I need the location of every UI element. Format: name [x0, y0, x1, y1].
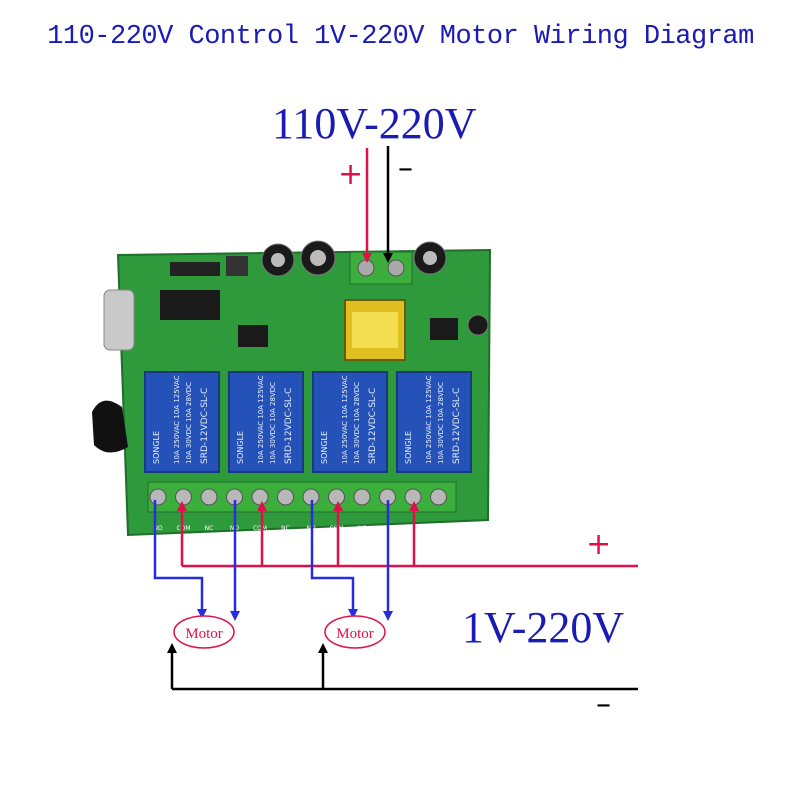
relay-2-model: SRD-12VDC-SL-C	[284, 388, 294, 464]
supply-voltage-label: 110V-220V	[272, 99, 477, 148]
terminal-label: NC	[358, 525, 367, 532]
terminal-screw	[175, 488, 192, 506]
pin-header	[170, 262, 220, 276]
motor-2-label: Motor	[336, 626, 374, 642]
supply-plus-sign: +	[338, 157, 364, 192]
relay-1-model: SRD-12VDC-SL-C	[200, 388, 210, 464]
terminal-screw	[200, 488, 218, 506]
relay-3-model: SRD-12VDC-SL-C	[368, 388, 378, 464]
relay-4-rating2: 10A 30VDC 10A 28VDC	[437, 382, 445, 464]
relay-4-model: SRD-12VDC-SL-C	[452, 388, 462, 464]
relay-1-rating1: 10A 250VAC 10A 125VAC	[173, 375, 181, 464]
relay-2-rating2: 10A 30VDC 10A 28VDC	[269, 382, 277, 464]
load-plus-wiring	[177, 501, 638, 568]
chip-3	[430, 318, 458, 340]
relay-3-rating2: 10A 30VDC 10A 28VDC	[353, 382, 361, 464]
crystal-component	[103, 289, 135, 351]
terminal-screw	[149, 488, 167, 506]
chip-1	[160, 290, 220, 320]
relay-2-brand: SONGLE	[236, 431, 245, 464]
terminal-label: NO	[153, 525, 162, 532]
relay-4: SONGLE 10A 250VAC 10A 125VAC 10A 30VDC 10A…	[396, 371, 472, 473]
supply-minus-sign: –	[398, 151, 413, 186]
relay-2: SONGLE 10A 250VAC 10A 125VAC 10A 30VDC 10A…	[228, 371, 304, 473]
terminal-screw	[404, 488, 422, 506]
relay-1: SONGLE 10A 250VAC 10A 125VAC 10A 30VDC 10A…	[144, 371, 220, 473]
relay-3-rating1: 10A 250VAC 10A 125VAC	[341, 375, 349, 464]
relay-4-brand: SONGLE	[404, 431, 413, 464]
terminal-label: COM	[253, 525, 267, 532]
terminal-screw	[251, 488, 269, 506]
relay-1-rating2: 10A 30VDC 10A 28VDC	[185, 382, 193, 464]
relay-4-rating1: 10A 250VAC 10A 125VAC	[425, 375, 433, 464]
load-voltage-label: 1V-220V	[462, 603, 625, 652]
relay-2-rating1: 10A 250VAC 10A 125VAC	[257, 375, 265, 464]
terminal-screw	[353, 488, 371, 506]
motor-1-label: Motor	[185, 626, 223, 642]
terminal-label: NC	[281, 525, 290, 532]
chip-2	[238, 325, 268, 347]
terminal-label: NC	[205, 525, 214, 532]
relay-3-brand: SONGLE	[320, 431, 329, 464]
load-minus-sign: –	[596, 687, 611, 722]
motor-1: Motor	[173, 615, 235, 649]
terminal-label: COM	[176, 525, 190, 532]
terminal-screw	[328, 488, 345, 506]
terminal-label: COM	[329, 525, 343, 532]
diagram-title: 110-220V Control 1V-220V Motor Wiring Di…	[47, 22, 754, 52]
terminal-screw	[277, 488, 294, 506]
load-plus-sign: +	[586, 527, 612, 562]
terminal-label: NC	[434, 525, 443, 532]
motor-wiring	[153, 500, 393, 621]
terminal-screw	[430, 488, 447, 506]
load-minus-wiring	[167, 643, 638, 691]
relay-1-brand: SONGLE	[152, 431, 161, 464]
antenna-cap	[92, 400, 128, 453]
relay-3: SONGLE 10A 250VAC 10A 125VAC 10A 30VDC 10A…	[312, 371, 388, 473]
push-button	[226, 256, 248, 276]
capacitor-4	[467, 314, 489, 336]
motor-2: Motor	[324, 615, 386, 649]
relays-group: SONGLE 10A 250VAC 10A 125VAC 10A 30VDC 10A…	[144, 371, 472, 473]
